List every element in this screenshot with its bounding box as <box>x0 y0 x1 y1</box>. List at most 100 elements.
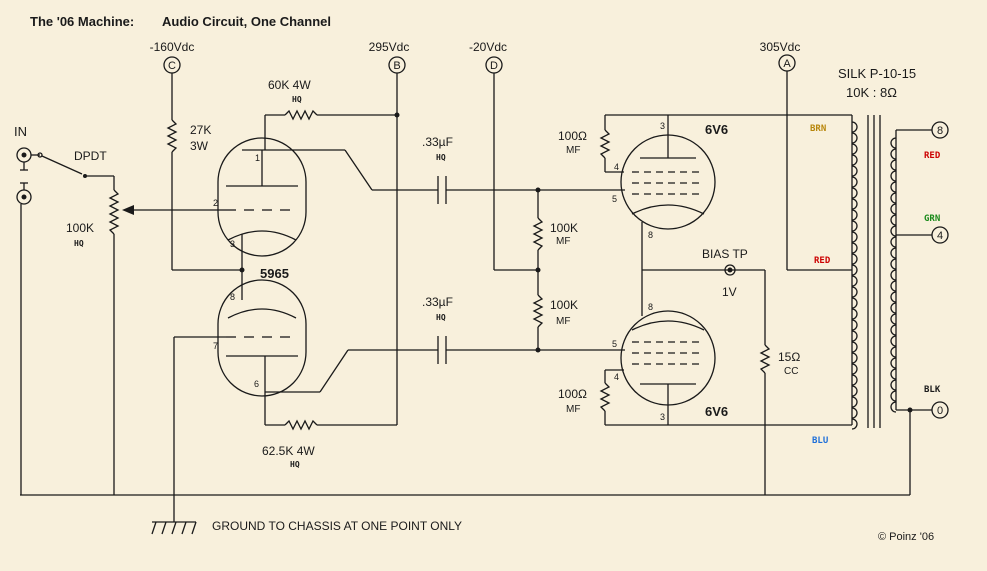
wire-red-primary-label: RED <box>814 256 831 266</box>
secondary-coil-loop <box>890 280 897 292</box>
wire-brn-label: BRN <box>810 124 826 134</box>
pin-7: 7 <box>213 341 218 351</box>
r60k-quality: HQ <box>292 95 302 104</box>
primary-coil-loop <box>851 385 858 397</box>
primary-coil-loop <box>851 143 858 155</box>
r27k-wattage: 3W <box>190 139 209 153</box>
wire-red-secondary-label: RED <box>924 151 941 161</box>
secondary-coil-loop <box>890 324 897 336</box>
l-pin-3: 3 <box>660 412 665 422</box>
primary-coil-loop <box>851 176 858 188</box>
primary-coil-loop <box>851 242 858 254</box>
tube-6v6-lower-label: 6V6 <box>705 404 728 419</box>
r15-value: 15Ω <box>778 350 800 364</box>
secondary-coil-loop <box>890 346 897 358</box>
dpdt-switch-icon <box>37 152 114 178</box>
r60k-value: 60K 4W <box>268 78 311 92</box>
secondary-coil-loop <box>890 379 897 391</box>
l-pin-8: 8 <box>648 302 653 312</box>
r15-quality: CC <box>784 366 798 377</box>
primary-coil-loop <box>851 187 858 199</box>
resistor-60k <box>264 109 400 150</box>
r100k-b-value: 100K <box>550 298 578 312</box>
r100-b-quality: MF <box>566 404 580 415</box>
rail-d: -20Vdc D <box>469 40 507 74</box>
copyright: © Poinz '06 <box>878 531 934 543</box>
title: The '06 Machine: <box>30 14 134 29</box>
rail-b-letter: B <box>393 60 400 72</box>
l-pin-5: 5 <box>612 339 617 349</box>
primary-coil-loop <box>851 275 858 287</box>
primary-coil-loop <box>851 220 858 232</box>
pot-quality: HQ <box>74 239 84 248</box>
primary-coil-loop <box>851 264 858 276</box>
pin-1: 1 <box>255 153 260 163</box>
rail-a-letter: A <box>783 58 791 70</box>
cap2-quality: HQ <box>436 313 446 322</box>
r62k-quality: HQ <box>290 460 300 469</box>
rail-b-voltage: 295Vdc <box>369 40 410 54</box>
rail-b: 295Vdc B <box>369 40 410 74</box>
input-label: IN <box>14 124 27 139</box>
primary-coil-loop <box>851 341 858 353</box>
r62k-value: 62.5K 4W <box>262 444 315 458</box>
rail-c-letter: C <box>168 60 176 72</box>
coupling-lower <box>319 336 625 393</box>
u-pin-8: 8 <box>648 230 653 240</box>
tube-5965-label: 5965 <box>260 266 289 281</box>
secondary-coil-loop <box>890 181 897 193</box>
primary-coil-loop <box>851 209 858 221</box>
transformer-model: SILK P-10-15 <box>838 66 916 81</box>
pot-value: 100K <box>66 221 94 235</box>
secondary-coil-loop <box>890 291 897 303</box>
rail-d-voltage: -20Vdc <box>469 40 507 54</box>
ground-note: GROUND TO CHASSIS AT ONE POINT ONLY <box>212 519 462 533</box>
pin-6: 6 <box>254 379 259 389</box>
cap1-value: .33µF <box>422 135 453 149</box>
secondary-coil-loop <box>890 137 897 149</box>
r27k-value: 27K <box>190 123 211 137</box>
tube-5965-lower <box>173 270 320 495</box>
rail-c-voltage: -160Vdc <box>150 40 195 54</box>
secondary-coil-loop <box>890 236 897 248</box>
primary-coil-loop <box>851 231 858 243</box>
secondary-coil-loop <box>890 357 897 369</box>
r100-a-value: 100Ω <box>558 129 587 143</box>
secondary-coil-loop <box>890 335 897 347</box>
tube-6v6-upper-label: 6V6 <box>705 122 728 137</box>
primary-coil-loop <box>851 165 858 177</box>
secondary-coil-loop <box>890 192 897 204</box>
primary-coil-loop <box>851 198 858 210</box>
secondary-coil-loop <box>890 214 897 226</box>
secondary-coil-loop <box>890 203 897 215</box>
secondary-coil-loop <box>890 225 897 237</box>
u-pin-5: 5 <box>612 194 617 204</box>
secondary-coil-loop <box>890 401 897 413</box>
volume-pot <box>108 176 210 495</box>
primary-coil-loop <box>851 132 858 144</box>
bias-network <box>493 73 544 350</box>
secondary-coil-loop <box>890 148 897 160</box>
primary-coil-loop <box>851 297 858 309</box>
tube-6v6-lower <box>605 270 852 426</box>
primary-coil-loop <box>851 121 858 133</box>
primary-coil-loop <box>851 319 858 331</box>
secondary-coil-loop <box>890 159 897 171</box>
r100k-a-value: 100K <box>550 221 578 235</box>
primary-coil-loop <box>851 396 858 408</box>
primary-coil-loop <box>851 407 858 419</box>
r100k-a-quality: MF <box>556 236 570 247</box>
wire-blk-label: BLK <box>924 385 941 395</box>
tube-5965-upper <box>210 137 307 270</box>
wire-grn-label: GRN <box>924 214 940 224</box>
pin-2: 2 <box>213 198 218 208</box>
r100-a-quality: MF <box>566 145 580 156</box>
primary-coil-loop <box>851 286 858 298</box>
cathode-network <box>642 269 771 495</box>
primary-coil-loop <box>851 418 858 430</box>
cap2-value: .33µF <box>422 295 453 309</box>
wire-blu-label: BLU <box>812 436 828 446</box>
input-jack-icon <box>16 147 40 495</box>
secondary-coil-loop <box>890 368 897 380</box>
secondary-coil-loop <box>890 170 897 182</box>
